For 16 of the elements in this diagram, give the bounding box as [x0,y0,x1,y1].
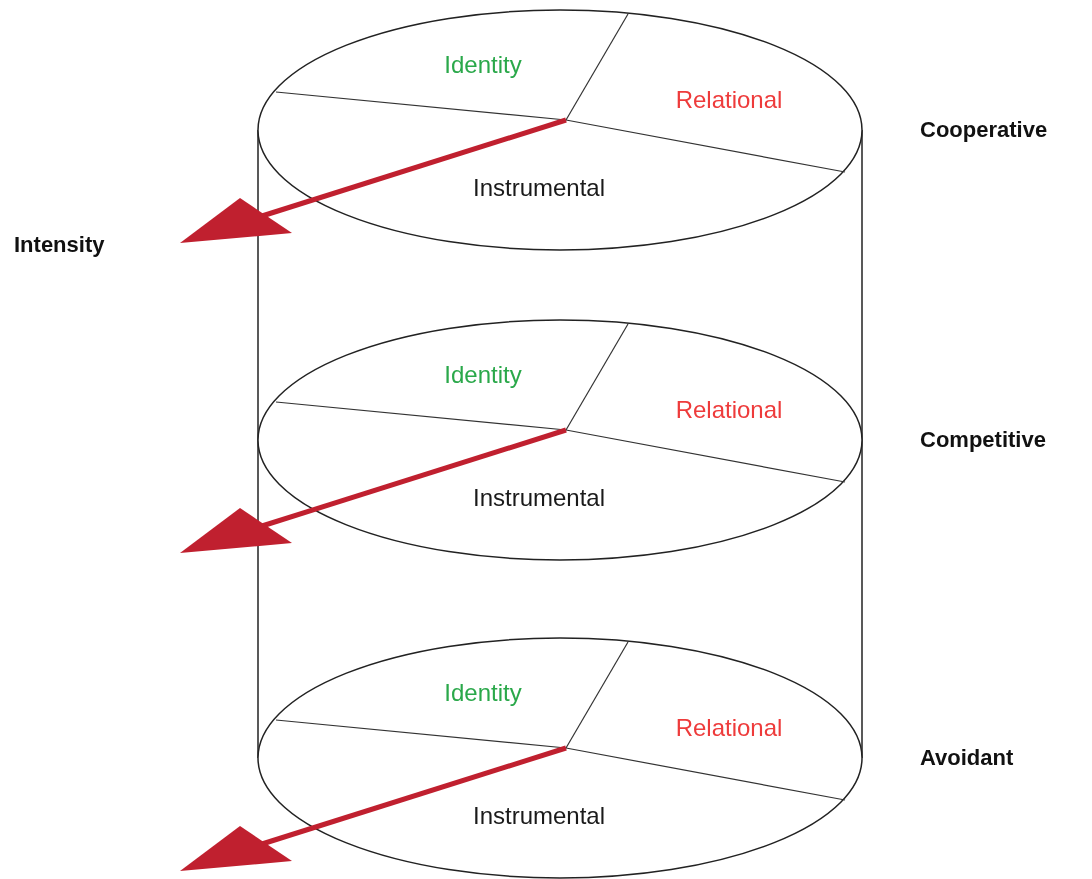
disc [257,637,863,879]
sector-label: Identity [444,361,522,389]
level-label: Avoidant [920,745,1014,771]
level-label: Cooperative [920,117,1048,143]
sector-label: Identity [444,679,522,707]
sector-label: Relational [675,714,783,742]
level-label: Competitive [920,427,1046,453]
sector-label: Instrumental [472,802,606,830]
axis-label: Intensity [14,232,105,258]
sector-label: Identity [444,51,522,79]
sector-label: Relational [675,396,783,424]
disc [257,9,863,251]
disc [257,319,863,561]
sector-label: Instrumental [472,174,606,202]
sector-label: Instrumental [472,484,606,512]
sector-label: Relational [675,86,783,114]
